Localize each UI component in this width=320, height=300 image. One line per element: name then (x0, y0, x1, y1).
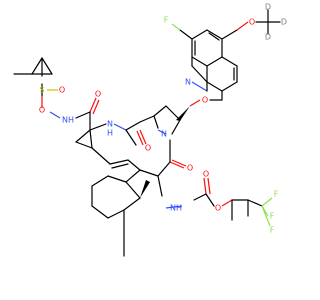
atom-o-ketone-1: O (145, 144, 151, 153)
atom-nh-sulfonamide: NH (62, 116, 74, 125)
atom-o-ether: O (202, 96, 208, 105)
atom-o-sulfonyl-1: O (59, 86, 65, 95)
atom-nh-carbamate: NH (170, 204, 182, 213)
atom-f-2: F (270, 212, 275, 221)
acylsulfonamide-bonds (75, 97, 100, 131)
atom-f-aryl: F (164, 16, 169, 25)
atom-n-isoquinoline: N (185, 78, 191, 87)
atom-d-1: D (265, 3, 271, 12)
atom-d-3: D (265, 33, 271, 42)
atom-s-sulfonyl: S (39, 86, 44, 95)
aryl-fluoro-bond (171, 23, 181, 31)
atom-n-macro: N (107, 120, 113, 129)
atom-o-carbamate-carbonyl: O (203, 170, 209, 179)
atom-f-1: F (274, 190, 279, 199)
atom-o-methoxy: O (249, 18, 255, 27)
methoxy-bonds (236, 9, 281, 35)
atom-d-2: D (281, 18, 287, 27)
atom-h-macro: H (107, 129, 113, 138)
atom-f-3: F (270, 226, 275, 235)
macrocycle-cyclopropane (75, 129, 93, 149)
atom-o-carbamate-ester: O (215, 204, 221, 213)
atom-o-sulfonyl-2: O (39, 106, 45, 115)
ether-bonds (176, 99, 223, 121)
isoquinoline-bonds (179, 29, 238, 101)
atom-labels: F O D D D N O S O O NH O N H O N O NH O … (39, 3, 287, 235)
carbamate-bonds (157, 175, 273, 227)
macrocycle-bonds (89, 105, 187, 183)
atom-n-pyrrolidine: N (161, 130, 167, 139)
cyclopropyl-sulfonyl-bonds (13, 57, 61, 119)
molecule-structure: F O D D D N O S O O NH O N H O N O NH O … (13, 3, 287, 257)
atom-o-amide-1: O (95, 90, 101, 99)
cyclohexane-bonds (91, 175, 150, 257)
atom-o-ketone-2: O (187, 164, 193, 173)
